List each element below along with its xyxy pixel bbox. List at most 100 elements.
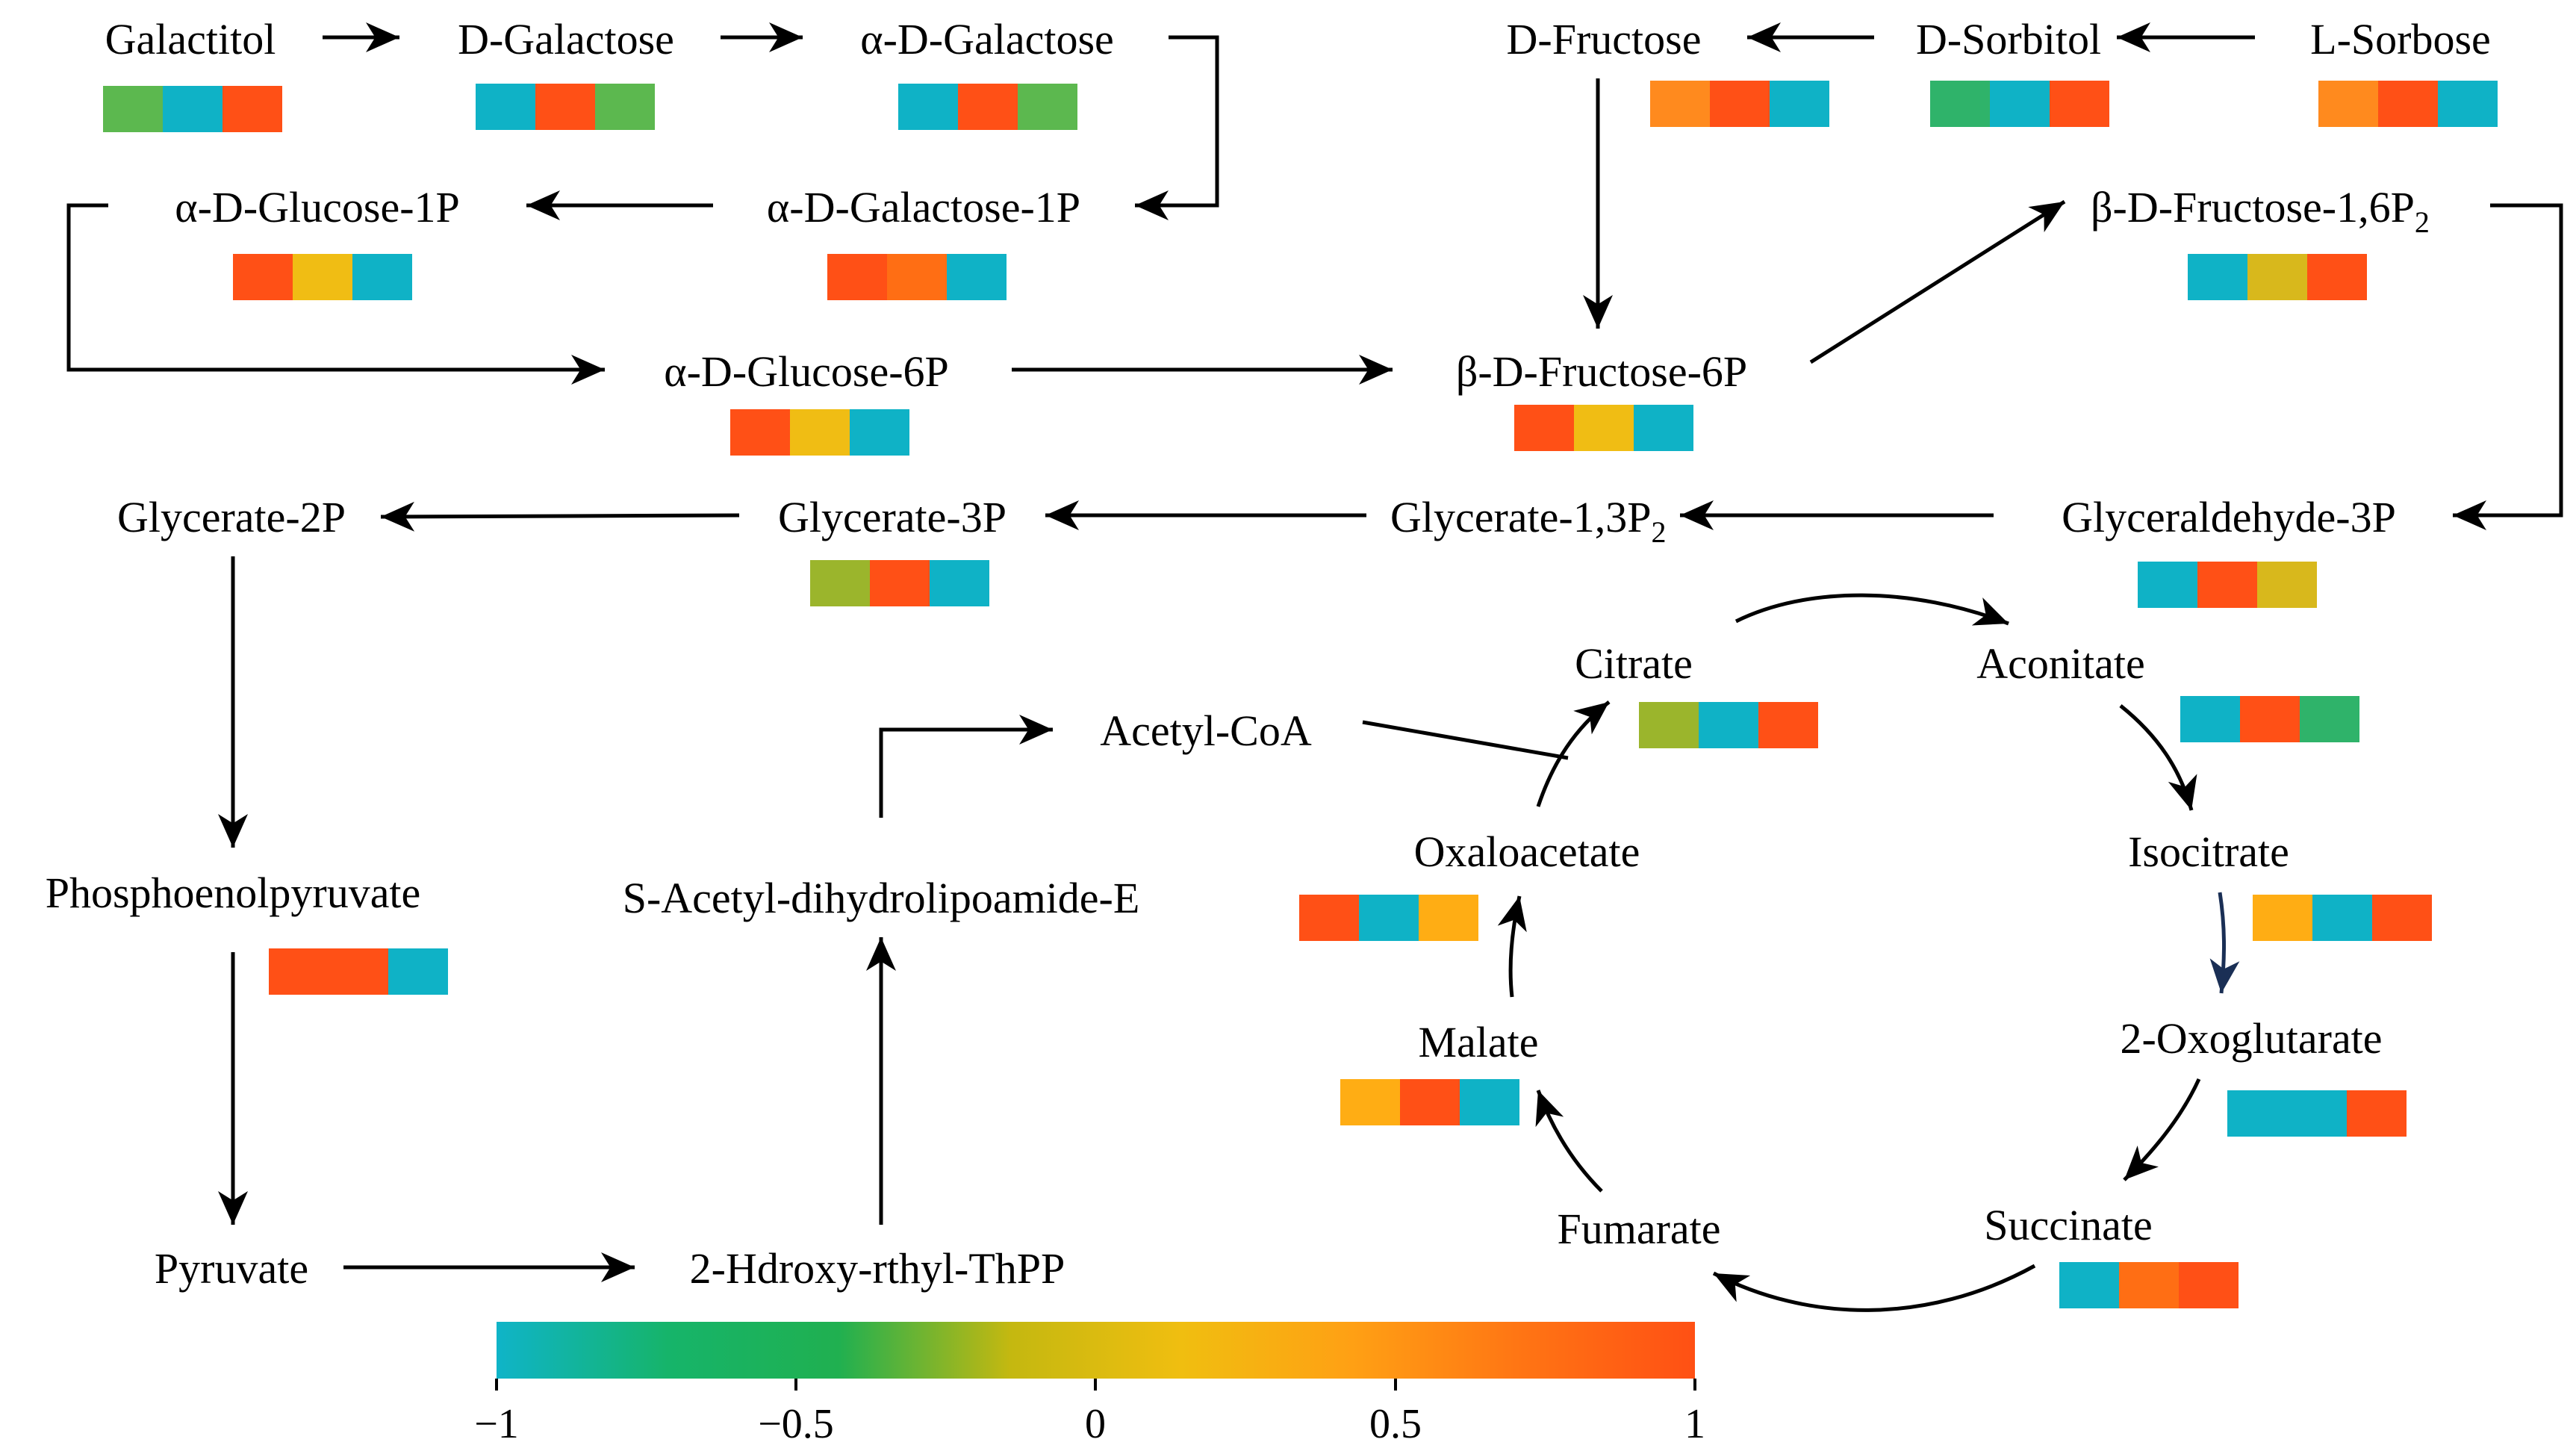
heat-cell	[2378, 81, 2438, 127]
label-l-sorbose: L-Sorbose	[2310, 15, 2491, 63]
heat-box-malate	[1340, 1079, 1519, 1125]
arrows	[66, 22, 2563, 1312]
heat-cell	[1634, 405, 1693, 451]
heat-cell	[1514, 405, 1574, 451]
heat-cell	[1359, 895, 1419, 941]
heat-box-d-fructose	[1650, 81, 1829, 127]
label-a-d-galactose: α-D-Galactose	[860, 15, 1114, 63]
arrow-oxaloacetate-to-citrate	[1536, 700, 1611, 807]
heat-cell	[163, 86, 223, 132]
heat-cell	[2050, 81, 2109, 127]
heat-cell	[535, 84, 595, 130]
label-glycerate-13p2: Glycerate-1,3P2	[1390, 493, 1666, 549]
heat-cell	[1650, 81, 1710, 127]
heat-cell	[1930, 81, 1990, 127]
heat-box-d-galactose	[476, 84, 655, 130]
heat-cell	[947, 254, 1007, 300]
label-glycerate-3p: Glycerate-3P	[778, 493, 1007, 541]
label-aconitate: Aconitate	[1976, 639, 2144, 688]
heat-cell	[595, 84, 655, 130]
label-succinate: Succinate	[1984, 1201, 2152, 1249]
heat-cell	[2240, 696, 2300, 742]
heat-cell	[1340, 1079, 1400, 1125]
arrow-citrate-to-aconitate	[1735, 593, 2009, 626]
heat-cell	[2197, 562, 2257, 608]
heat-box-aconitate	[2180, 696, 2359, 742]
tick-label: 1	[1684, 1401, 1705, 1447]
heat-cell	[1639, 702, 1699, 748]
heat-cell	[2300, 696, 2359, 742]
heat-cell	[2312, 895, 2372, 941]
arrow-b-d-fructose-16p2-to-glyceraldehyde-3p	[2453, 203, 2563, 530]
heat-cell	[2247, 254, 2307, 300]
heat-box-l-sorbose	[2318, 81, 2498, 127]
heat-cell	[352, 254, 412, 300]
tick-label: 0.5	[1369, 1401, 1422, 1447]
heat-cell	[2257, 562, 2317, 608]
metabolite-labels: Galactitol D-Galactose α-D-Galactose α-D…	[46, 15, 2491, 1293]
label-d-fructose: D-Fructose	[1507, 15, 1702, 63]
tick-label: −1	[474, 1401, 519, 1447]
heat-box-oxoglutarate	[2227, 1090, 2407, 1137]
arrow-succinate-to-fumarate	[1712, 1264, 2036, 1312]
heat-cell	[2179, 1262, 2239, 1308]
arrow-a-d-galactose-to-a-d-galactose-1p	[1135, 35, 1219, 220]
arrow-fumarate-to-malate	[1535, 1090, 1603, 1193]
label-d-galactose: D-Galactose	[458, 15, 674, 63]
heat-cell	[2438, 81, 2498, 127]
color-scale-legend: −1 −0.5 0 0.5 1	[474, 1322, 1705, 1447]
label-fumarate: Fumarate	[1557, 1205, 1720, 1253]
heat-cell	[2287, 1090, 2347, 1137]
heat-cell	[850, 409, 909, 456]
heat-cell	[388, 948, 448, 995]
label-oxaloacetate: Oxaloacetate	[1414, 827, 1640, 876]
heat-cell	[1299, 895, 1359, 941]
heat-cell	[2347, 1090, 2407, 1137]
tick-label: −0.5	[758, 1401, 834, 1447]
label-a-d-glucose-1p: α-D-Glucose-1P	[175, 183, 460, 232]
arrow-a-d-glucose-1p-to-a-d-glucose-6p	[66, 203, 605, 385]
tick-label: 0	[1085, 1401, 1106, 1447]
heat-box-a-d-galactose	[898, 84, 1077, 130]
heat-box-isocitrate	[2253, 895, 2432, 941]
heat-cell	[1710, 81, 1770, 127]
heat-cell	[2188, 254, 2247, 300]
heat-cell	[1400, 1079, 1460, 1125]
heat-cell	[730, 409, 790, 456]
label-a-d-glucose-6p: α-D-Glucose-6P	[664, 347, 949, 396]
heat-cell	[898, 84, 958, 130]
heat-cell	[2138, 562, 2197, 608]
heat-box-a-d-galactose-1p	[827, 254, 1007, 300]
heat-cell	[223, 86, 282, 132]
heat-boxes	[103, 81, 2498, 1308]
label-s-acetyl-dihydrolipoamide: S-Acetyl-dihydrolipoamide-E	[623, 874, 1140, 922]
label-glycerate-2p: Glycerate-2P	[117, 493, 346, 541]
heat-box-galactitol	[103, 86, 282, 132]
colorbar-ticks	[495, 1379, 1696, 1391]
heat-cell	[2180, 696, 2240, 742]
heat-box-succinate	[2059, 1262, 2239, 1308]
label-malate: Malate	[1418, 1018, 1538, 1066]
heat-cell	[2227, 1090, 2287, 1137]
heat-cell	[1990, 81, 2050, 127]
heat-box-glyceraldehyde-3p	[2138, 562, 2317, 608]
heat-cell	[2119, 1262, 2179, 1308]
heat-cell	[1574, 405, 1634, 451]
heat-cell	[887, 254, 947, 300]
heat-box-a-d-glucose-6p	[730, 409, 909, 456]
arrow-isocitrate-to-oxoglutarate	[2209, 892, 2240, 994]
heat-cell	[2372, 895, 2432, 941]
heat-cell	[2253, 895, 2312, 941]
arrow-glycerate-3p-to-glycerate-2p	[380, 501, 740, 532]
arrow-b-d-fructose-6p-to-b-d-fructose-16p2	[1809, 199, 2066, 364]
label-isocitrate: Isocitrate	[2128, 827, 2289, 876]
arrow-oxoglutarate-to-succinate	[2123, 1078, 2201, 1181]
heat-box-b-d-fructose-6p	[1514, 405, 1693, 451]
label-2-oxoglutarate: 2-Oxoglutarate	[2120, 1014, 2382, 1063]
label-d-sorbitol: D-Sorbitol	[1916, 15, 2101, 63]
heat-box-b-d-fructose-16p2	[2188, 254, 2367, 300]
heat-cell	[870, 560, 930, 606]
label-pyruvate: Pyruvate	[155, 1244, 308, 1293]
heat-box-d-sorbitol	[1930, 81, 2109, 127]
